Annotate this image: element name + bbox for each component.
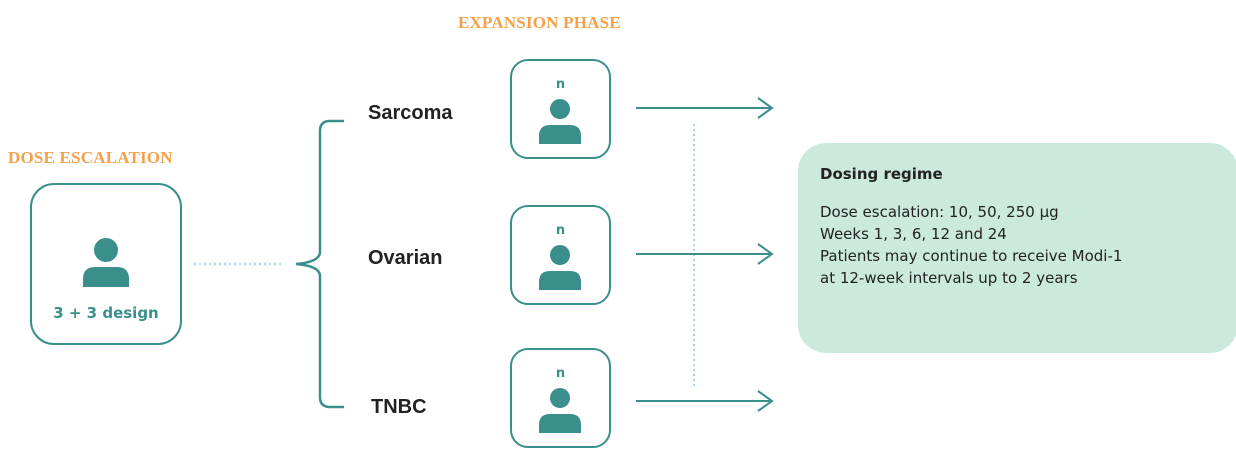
person-icon <box>539 245 581 290</box>
cohort-label-tnbc: TNBC <box>371 396 427 418</box>
cohort-box-sarcoma: n <box>510 59 611 159</box>
cohort-box-ovarian: n <box>510 205 611 305</box>
cohort-label-ovarian: Ovarian <box>368 247 443 269</box>
arrow-right-icon <box>636 243 774 265</box>
dose-escalation-box: 3 + 3 design <box>30 183 182 345</box>
arrow-right-icon <box>636 97 774 119</box>
curly-brace-icon <box>295 119 344 409</box>
person-icon <box>539 388 581 433</box>
person-icon <box>539 99 581 144</box>
n-label: n <box>555 77 566 92</box>
dosing-regime-title: Dosing regime <box>820 165 943 183</box>
arrow-right-icon <box>636 390 774 412</box>
dosing-line: Dose escalation: 10, 50, 250 µg <box>820 203 1059 221</box>
expansion-phase-title: EXPANSION PHASE <box>458 13 621 32</box>
dose-escalation-title: DOSE ESCALATION <box>8 148 173 167</box>
dosing-line: Weeks 1, 3, 6, 12 and 24 <box>820 225 1007 243</box>
dosing-line: Patients may continue to receive Modi-1 <box>820 247 1123 265</box>
dosing-regime-panel: Dosing regime Dose escalation: 10, 50, 2… <box>798 143 1236 353</box>
design-label: 3 + 3 design <box>53 304 159 322</box>
n-label: n <box>555 366 566 381</box>
cohort-box-tnbc: n <box>510 348 611 448</box>
dosing-line: at 12-week intervals up to 2 years <box>820 269 1078 287</box>
person-icon <box>83 238 129 287</box>
cohort-label-sarcoma: Sarcoma <box>368 102 453 124</box>
n-label: n <box>555 223 566 238</box>
